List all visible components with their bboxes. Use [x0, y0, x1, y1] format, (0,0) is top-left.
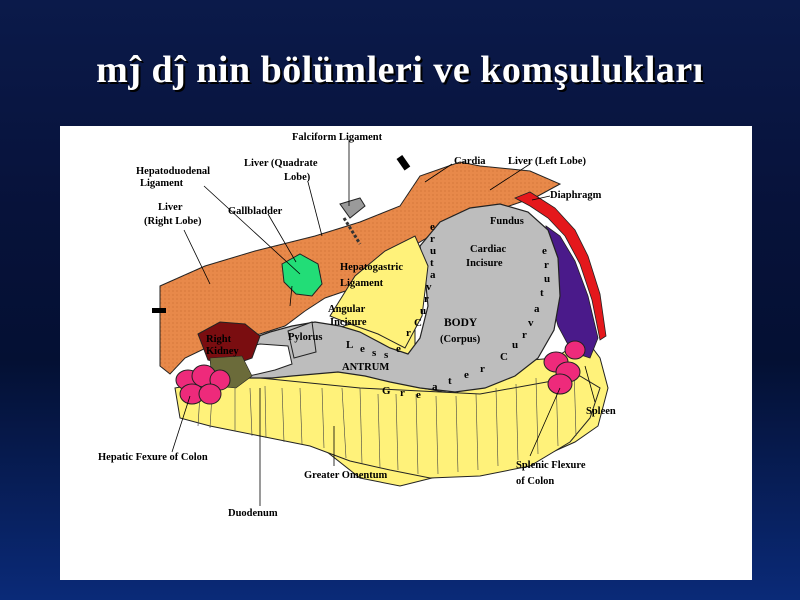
- label-cardiac-incisure-1: Cardiac: [470, 244, 507, 255]
- splenic-flexure-colon: [543, 340, 586, 395]
- label-hepatogastric-1: Hepatogastric: [340, 262, 403, 273]
- label-liver-quadrate-1: Liver (Quadrate: [244, 158, 318, 169]
- label-pylorus: Pylorus: [288, 332, 322, 343]
- curvature-letter: s: [384, 349, 389, 361]
- curvature-letter: e: [430, 221, 435, 233]
- curvature-letter: r: [424, 293, 429, 305]
- anatomy-figure-panel: Falciform Ligament Liver (Quadrate Lobe)…: [60, 126, 752, 580]
- falciform-dashed: [342, 217, 362, 245]
- leader-lines: [171, 140, 596, 506]
- curvature-letter: L: [346, 339, 353, 351]
- label-liver-right-1: Liver: [158, 202, 183, 213]
- label-diaphragm: Diaphragm: [550, 190, 602, 201]
- left-edge-marker: [152, 308, 166, 313]
- curvature-letter: a: [534, 303, 540, 315]
- curvature-letter: e: [416, 389, 421, 401]
- curvature-letter: t: [430, 257, 434, 269]
- label-falciform-ligament: Falciform Ligament: [292, 132, 383, 143]
- label-corpus: (Corpus): [440, 334, 481, 345]
- label-cardiac-incisure-2: Incisure: [466, 258, 503, 269]
- label-splenic-flexure-1: Splenic Flexure: [516, 460, 586, 471]
- label-hepatogastric-2: Ligament: [340, 278, 384, 289]
- curvature-letter: v: [528, 317, 534, 329]
- gallbladder: [281, 253, 323, 297]
- curvature-letter: u: [512, 339, 518, 351]
- curvature-letter: r: [406, 327, 411, 339]
- hepatogastric-ligament: [329, 235, 429, 349]
- curvature-letter: e: [360, 343, 365, 355]
- label-right-kidney-1: Right: [206, 334, 232, 345]
- pylorus: [287, 321, 317, 359]
- curvature-letter: a: [430, 269, 436, 281]
- label-cardia: Cardia: [454, 156, 486, 167]
- curvature-letter: v: [426, 281, 432, 293]
- label-antrum: ANTRUM: [342, 362, 389, 373]
- label-greater-omentum: Greater Omentum: [304, 470, 388, 481]
- label-hepatoduodenal-2: Ligament: [140, 178, 184, 189]
- label-liver-right-2: (Right Lobe): [144, 216, 202, 227]
- stomach-anatomy-diagram: Falciform Ligament Liver (Quadrate Lobe)…: [98, 132, 616, 519]
- esophagus-stub: [396, 154, 411, 171]
- curvature-letter: C: [500, 351, 508, 363]
- label-angular-incisure-2: Incisure: [330, 317, 367, 328]
- curvature-letter: a: [432, 381, 438, 393]
- curvature-letter: e: [464, 369, 469, 381]
- curvature-letter: r: [430, 233, 435, 245]
- curvature-letter: u: [544, 273, 550, 285]
- label-angular-incisure-1: Angular: [328, 304, 366, 315]
- label-hepatic-flexure: Hepatic Fexure of Colon: [98, 452, 208, 463]
- omentum-stripes: [197, 365, 577, 475]
- curvature-letter: C: [414, 317, 422, 329]
- curvature-letter: u: [430, 245, 436, 257]
- curvature-letter: s: [372, 347, 377, 359]
- curvature-letter: e: [542, 245, 547, 257]
- falciform-ligament: [339, 197, 366, 219]
- diaphragm: [514, 191, 607, 341]
- slide-title: mĵ dĵ nin bölümleri ve komşulukları: [96, 49, 704, 91]
- label-liver-left-lobe: Liver (Left Lobe): [508, 156, 586, 167]
- curvature-letter: r: [480, 363, 485, 375]
- label-right-kidney-2: Kidney: [206, 346, 239, 357]
- curvature-letter: r: [400, 387, 405, 399]
- hepatic-flexure-colon: [175, 364, 231, 405]
- label-splenic-flexure-2: of Colon: [516, 476, 554, 487]
- curvature-letter: G: [382, 385, 391, 397]
- curvature-letter: t: [448, 375, 452, 387]
- label-liver-quadrate-2: Lobe): [284, 172, 311, 183]
- curvature-letter: r: [522, 329, 527, 341]
- curvature-letter: t: [540, 287, 544, 299]
- curvature-letter: u: [420, 305, 426, 317]
- label-hepatoduodenal-1: Hepatoduodenal: [136, 166, 210, 177]
- label-gallbladder: Gallbladder: [228, 206, 283, 217]
- curvature-letter: r: [544, 259, 549, 271]
- label-body: BODY: [444, 317, 478, 329]
- label-spleen: Spleen: [586, 406, 616, 417]
- curvature-letter: e: [396, 343, 401, 355]
- label-fundus: Fundus: [490, 216, 524, 227]
- label-duodenum: Duodenum: [228, 508, 278, 519]
